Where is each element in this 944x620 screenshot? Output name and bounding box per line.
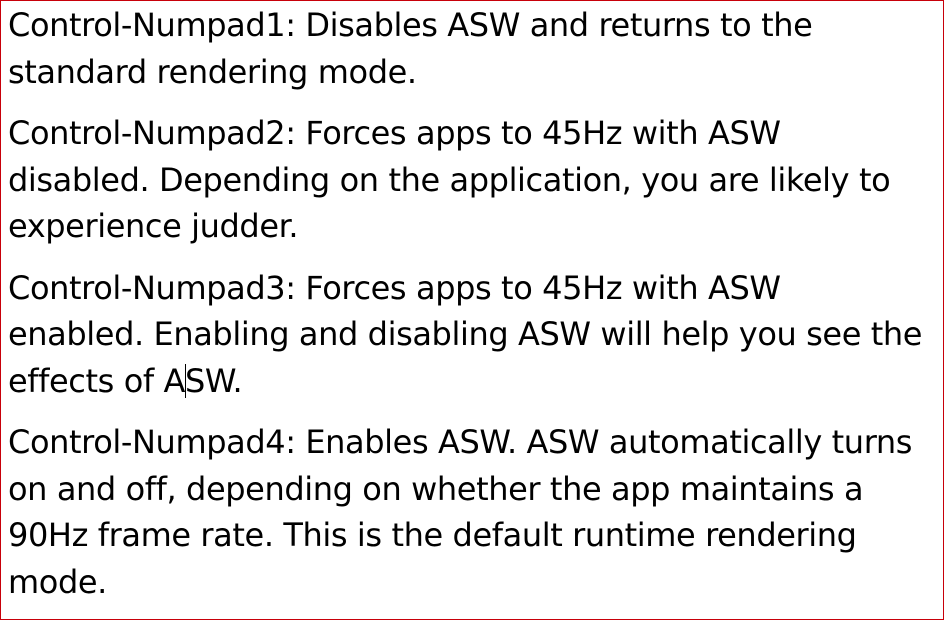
- text-line: on and off, depending on whether the app…: [8, 469, 864, 508]
- text-line: Control-Numpad2: Forces apps to 45Hz wit…: [8, 114, 781, 152]
- text-line: enabled. Enabling and disabling ASW will…: [8, 315, 923, 353]
- text-line: mode.: [8, 562, 107, 601]
- paragraph-numpad4: Control-Numpad4: Enables ASW. ASW automa…: [8, 419, 940, 605]
- text-line: Control-Numpad1: Disables ASW and return…: [8, 6, 813, 44]
- text-line: standard rendering mode.: [8, 52, 417, 91]
- text-line: Control-Numpad3: Forces apps to 45Hz wit…: [8, 268, 781, 307]
- text-cursor: [185, 363, 186, 398]
- text-line: Control-Numpad4: Enables ASW. ASW automa…: [8, 423, 913, 461]
- paragraph-numpad2: Control-Numpad2: Forces apps to 45Hz wit…: [8, 110, 940, 250]
- paragraph-numpad3: Control-Numpad3: Forces apps to 45Hz wit…: [8, 265, 940, 405]
- paragraph-numpad1: Control-Numpad1: Disables ASW and return…: [8, 2, 940, 95]
- text-line: disabled. Depending on the application, …: [8, 160, 891, 199]
- text-line-with-cursor: effects of ASW.: [8, 358, 940, 405]
- text-before-cursor: effects of A: [8, 361, 185, 400]
- text-line: experience judder.: [8, 207, 299, 245]
- document-body[interactable]: Control-Numpad1: Disables ASW and return…: [8, 2, 940, 619]
- text-line: 90Hz frame rate. This is the default run…: [8, 516, 857, 554]
- text-after-cursor: SW.: [185, 361, 243, 400]
